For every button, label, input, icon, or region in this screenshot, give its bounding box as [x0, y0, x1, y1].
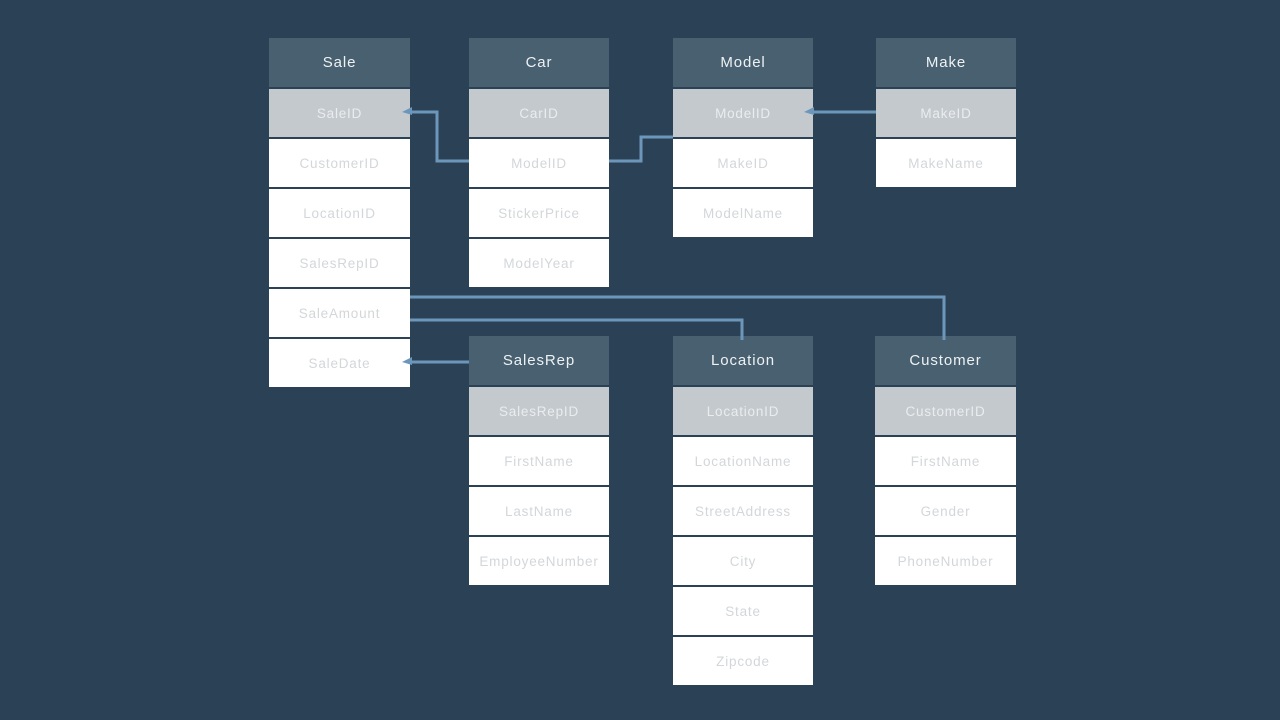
field-customer-gender: Gender: [875, 487, 1016, 535]
table-title-make: Make: [876, 38, 1016, 87]
field-location-city: City: [673, 537, 813, 585]
field-location-streetaddress: StreetAddress: [673, 487, 813, 535]
field-customer-phonenumber: PhoneNumber: [875, 537, 1016, 585]
primary-key-field-make-makeid: MakeID: [876, 89, 1016, 137]
field-model-modelname: ModelName: [673, 189, 813, 237]
field-salesrep-firstname: FirstName: [469, 437, 609, 485]
field-location-zipcode: Zipcode: [673, 637, 813, 685]
field-salesrep-lastname: LastName: [469, 487, 609, 535]
table-title-location: Location: [673, 336, 813, 385]
field-make-makename: MakeName: [876, 139, 1016, 187]
field-car-stickerprice: StickerPrice: [469, 189, 609, 237]
connector-car-modelid-to-model: [609, 135, 673, 163]
primary-key-field-location-locationid: LocationID: [673, 387, 813, 435]
field-model-makeid: MakeID: [673, 139, 813, 187]
field-car-modelid: ModelID: [469, 139, 609, 187]
field-location-locationname: LocationName: [673, 437, 813, 485]
table-title-customer: Customer: [875, 336, 1016, 385]
field-car-modelyear: ModelYear: [469, 239, 609, 287]
primary-key-field-customer-customerid: CustomerID: [875, 387, 1016, 435]
field-sale-saledate: SaleDate: [269, 339, 410, 387]
field-customer-firstname: FirstName: [875, 437, 1016, 485]
field-salesrep-employeenumber: EmployeeNumber: [469, 537, 609, 585]
connector-sale-to-customer: [410, 295, 946, 340]
primary-key-field-sale-saleid: SaleID: [269, 89, 410, 137]
table-title-model: Model: [673, 38, 813, 87]
primary-key-field-model-modelid: ModelID: [673, 89, 813, 137]
connector-sale-saleid-to-car-modelid: [410, 110, 469, 163]
primary-key-field-salesrep-salesrepid: SalesRepID: [469, 387, 609, 435]
field-sale-locationid: LocationID: [269, 189, 410, 237]
table-title-sale: Sale: [269, 38, 410, 87]
field-sale-customerid: CustomerID: [269, 139, 410, 187]
table-title-salesrep: SalesRep: [469, 336, 609, 385]
primary-key-field-car-carid: CarID: [469, 89, 609, 137]
field-location-state: State: [673, 587, 813, 635]
table-title-car: Car: [469, 38, 609, 87]
field-sale-salesrepid: SalesRepID: [269, 239, 410, 287]
field-sale-saleamount: SaleAmount: [269, 289, 410, 337]
